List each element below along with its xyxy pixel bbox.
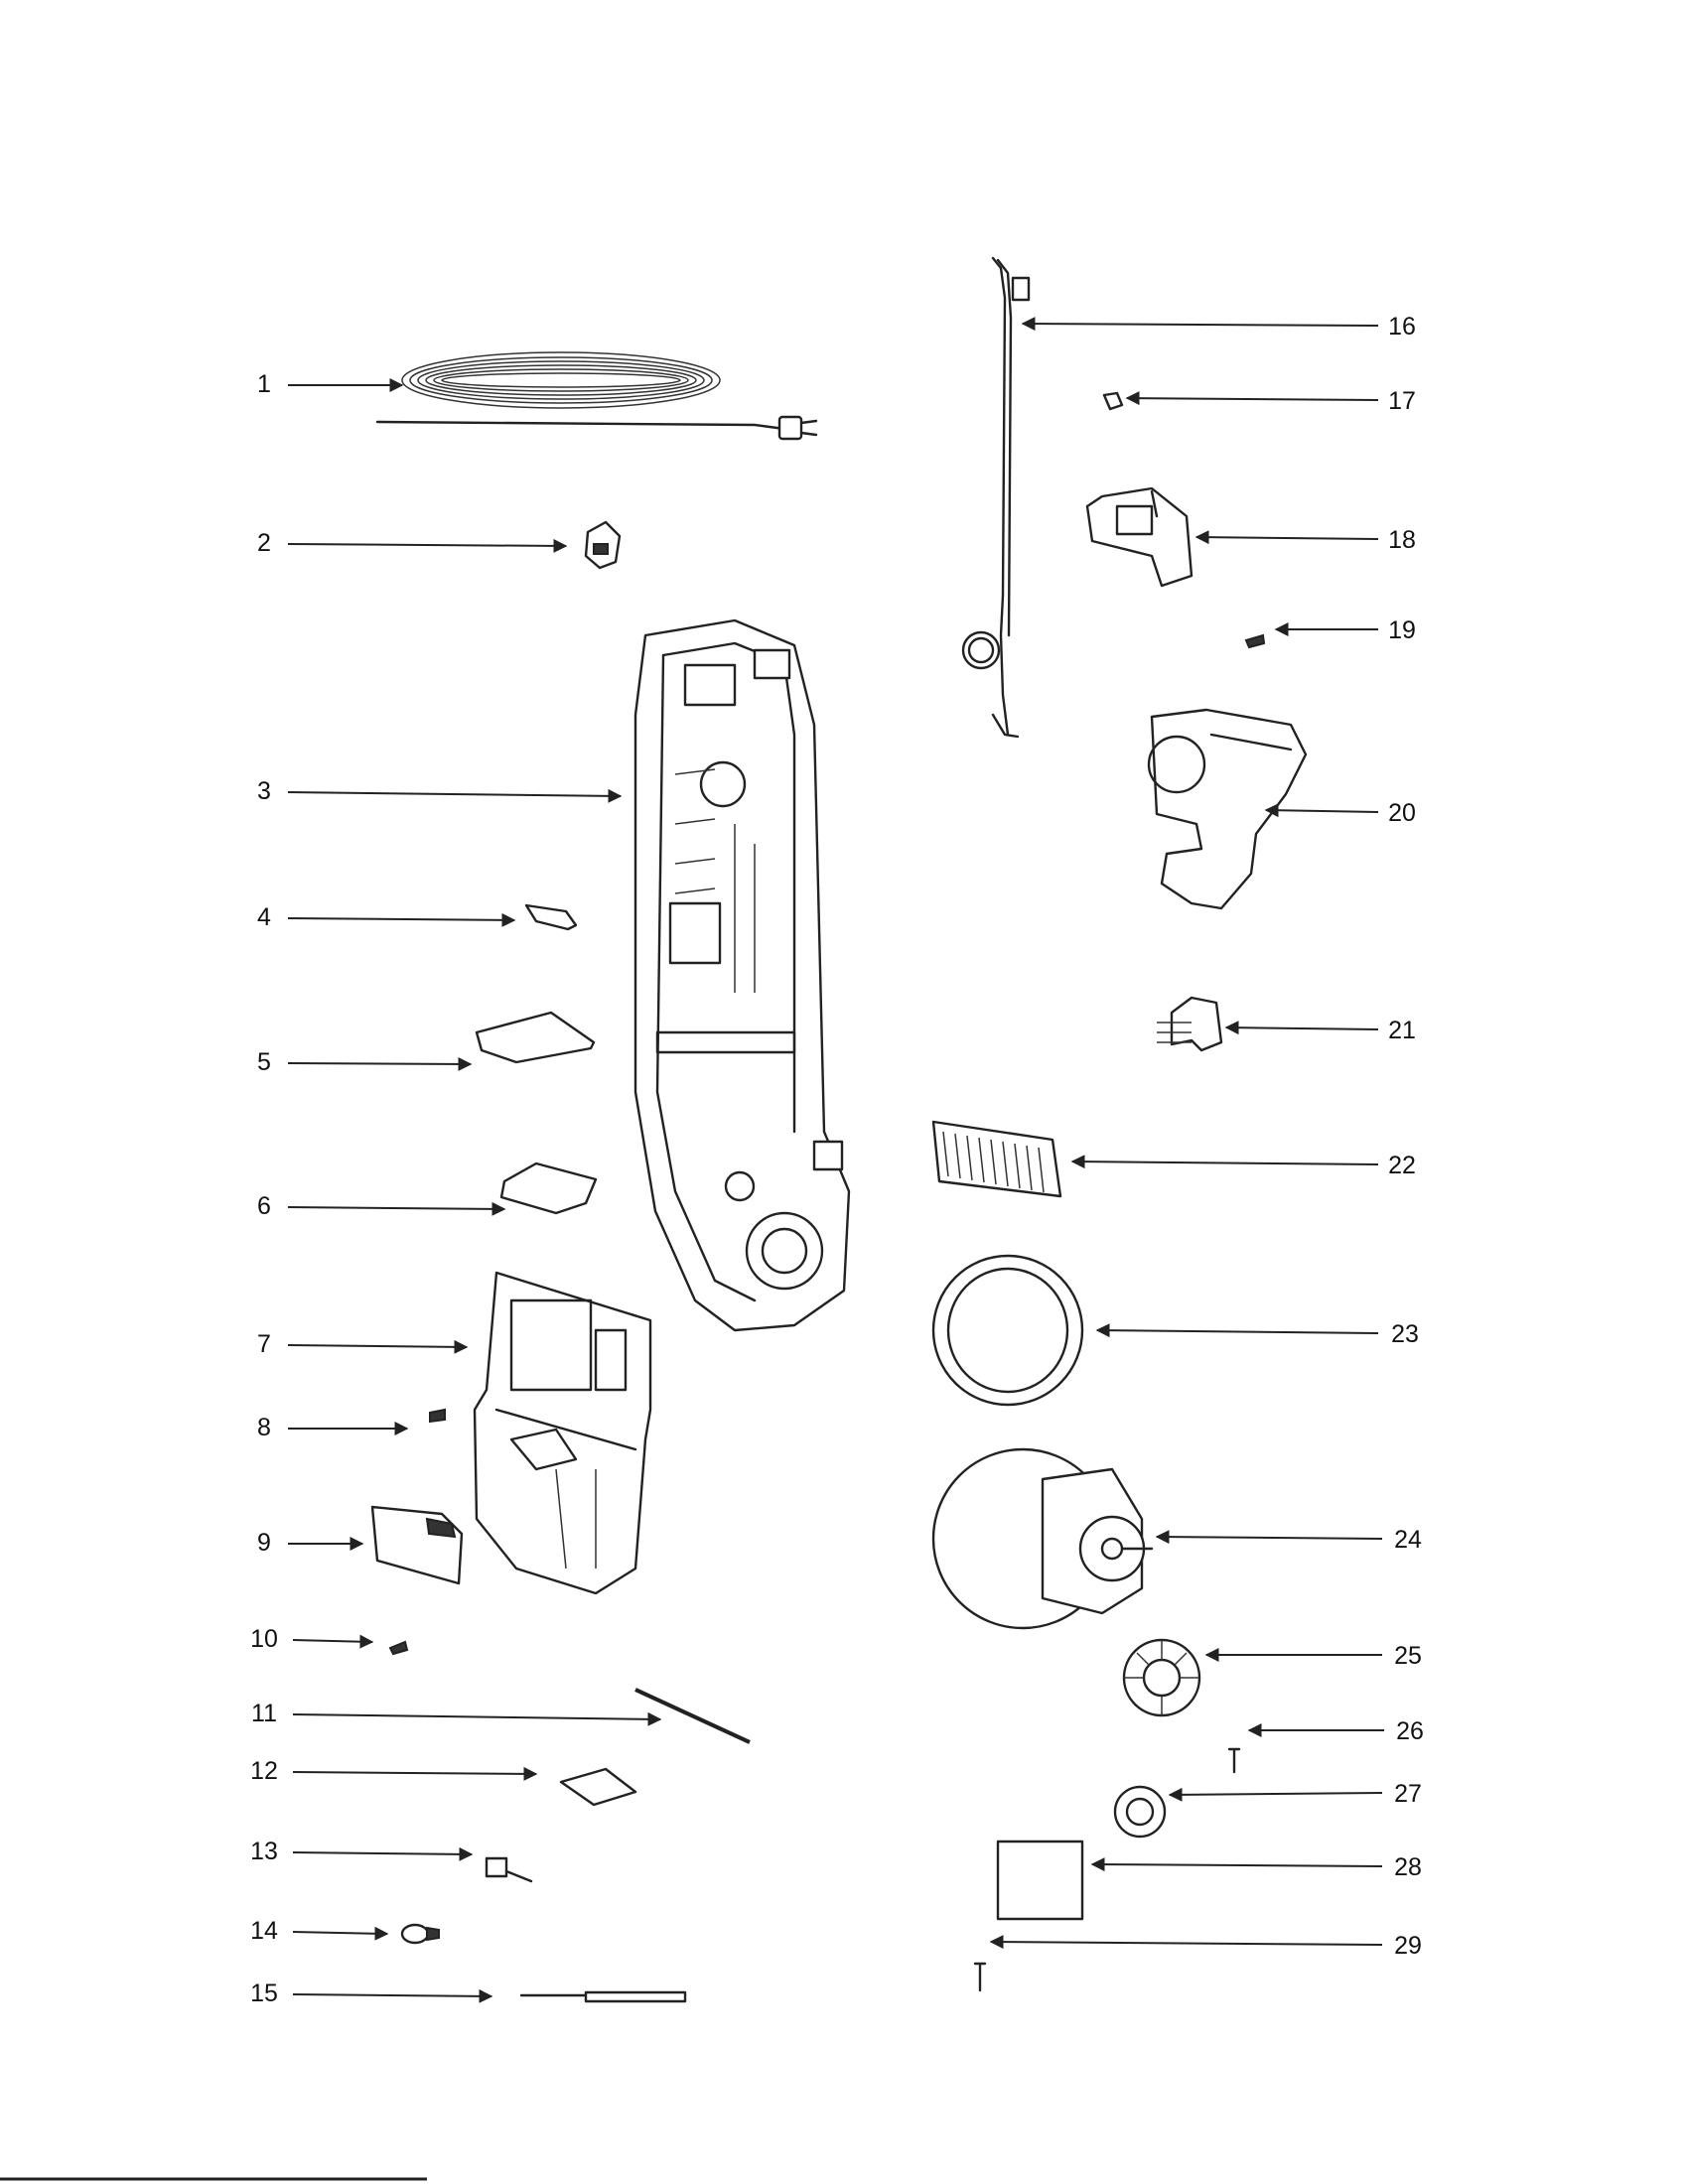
callout-number: 4 [257,903,271,931]
part-4-clip [524,903,578,931]
part-23-ring [931,1254,1084,1407]
part-20-duct [1147,708,1308,910]
callout-1: 1 [257,370,404,398]
callout-28: 28 [1090,1853,1422,1881]
callout-10: 10 [250,1625,374,1653]
part-27-cap [1113,1785,1167,1839]
callout-number: 18 [1388,526,1416,554]
part-2-switch [584,520,622,570]
callout-number: 28 [1394,1853,1422,1881]
callout-number: 6 [257,1192,271,1220]
callout-16: 16 [1021,313,1416,341]
callout-7: 7 [257,1330,469,1358]
part-14-bulb [400,1923,440,1945]
callout-number: 25 [1394,1642,1422,1670]
callout-4: 4 [257,903,516,931]
callout-number: 19 [1388,616,1416,644]
part-17-knob [1102,391,1124,411]
callout-number: 5 [257,1048,271,1076]
callout-number: 14 [250,1917,278,1945]
callout-number: 8 [257,1414,271,1441]
callout-26: 26 [1247,1717,1424,1745]
part-13-connector [485,1856,533,1883]
part-12-pad [559,1767,637,1807]
part-22-filter [931,1120,1062,1198]
part-29-pin [973,1962,987,1992]
callout-number: 2 [257,529,271,557]
part-24-motor [931,1447,1154,1630]
callout-number: 17 [1388,387,1416,415]
callout-9: 9 [257,1529,364,1557]
callout-number: 24 [1394,1526,1422,1554]
callout-number: 27 [1394,1780,1422,1808]
callout-20: 20 [1264,799,1416,827]
part-6-pad [499,1161,598,1215]
callout-number: 7 [257,1330,271,1358]
part-1-power-cord [375,351,818,441]
part-15-strip [519,1990,687,2003]
callout-3: 3 [257,777,623,805]
callout-27: 27 [1168,1780,1422,1808]
part-28-label [996,1840,1084,1921]
part-10-screw [388,1640,409,1656]
part-3-body-housing [633,618,851,1332]
callout-number: 23 [1391,1320,1419,1348]
part-9-latch [370,1505,464,1585]
part-18-switch-housing [1085,486,1193,588]
callout-number: 15 [250,1979,278,2007]
callout-17: 17 [1125,387,1416,415]
callout-number: 16 [1388,313,1416,341]
part-21-bracket [1157,996,1223,1052]
callout-24: 24 [1155,1526,1422,1554]
callout-18: 18 [1194,526,1416,554]
callout-19: 19 [1274,616,1416,644]
part-16-wire-harness [961,256,1031,739]
callout-number: 3 [257,777,271,805]
part-7-lower-housing [473,1271,652,1595]
callout-22: 22 [1070,1152,1416,1179]
part-19-screw [1244,633,1266,649]
callout-23: 23 [1095,1320,1419,1348]
callout-number: 21 [1388,1017,1416,1044]
callout-8: 8 [257,1414,409,1441]
callout-number: 29 [1394,1932,1422,1960]
part-11-rod [634,1688,751,1744]
callout-number: 10 [250,1625,278,1653]
callout-5: 5 [257,1048,473,1076]
callout-number: 1 [257,370,271,398]
part-8-screw [429,1408,446,1424]
callout-21: 21 [1224,1017,1416,1044]
callout-2: 2 [257,529,568,557]
callout-15: 15 [250,1979,493,2007]
callout-12: 12 [250,1757,538,1785]
callout-number: 12 [250,1757,278,1785]
callout-29: 29 [989,1932,1422,1960]
part-25-fan [1122,1638,1201,1717]
callout-number: 26 [1396,1717,1424,1745]
callout-14: 14 [250,1917,389,1945]
part-5-filter-sheet [475,1011,596,1064]
callout-number: 13 [250,1838,278,1865]
callout-25: 25 [1204,1642,1422,1670]
callout-number: 22 [1388,1152,1416,1179]
part-26-pin [1227,1747,1241,1774]
callout-6: 6 [257,1192,506,1220]
callout-number: 20 [1388,799,1416,827]
callout-number: 11 [251,1700,277,1727]
callout-13: 13 [250,1838,474,1865]
callout-number: 9 [257,1529,271,1557]
callout-11: 11 [251,1700,662,1727]
